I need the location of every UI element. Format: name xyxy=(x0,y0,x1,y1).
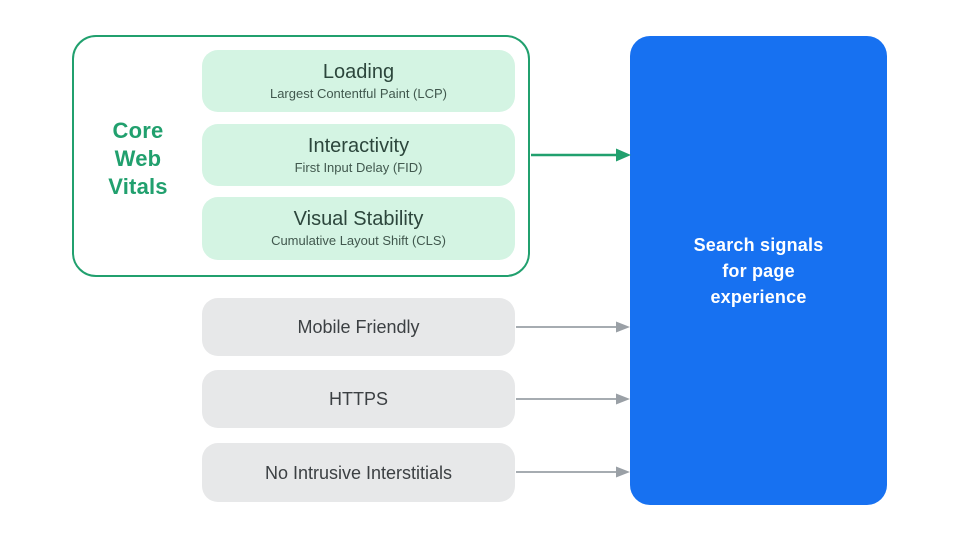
vital-pill-interactivity: Interactivity First Input Delay (FID) xyxy=(202,124,515,186)
vital-title: Visual Stability xyxy=(293,208,424,230)
arrow-https xyxy=(516,393,630,405)
signal-pill-no-intrusive-interstitials: No Intrusive Interstitials xyxy=(202,443,515,502)
vital-title: Loading xyxy=(322,60,395,83)
vital-pill-visual-stability: Visual Stability Cumulative Layout Shift… xyxy=(202,197,515,260)
search-signals-label: Search signals for page experience xyxy=(693,234,824,307)
signal-label: HTTPS xyxy=(328,389,388,409)
core-web-vitals-label: Core Web Vitals xyxy=(108,118,168,199)
vital-title: Interactivity xyxy=(307,134,410,157)
vital-subtitle: First Input Delay (FID) xyxy=(294,159,423,175)
vital-subtitle: Cumulative Layout Shift (CLS) xyxy=(271,233,446,248)
signal-pill-mobile-friendly: Mobile Friendly xyxy=(202,298,515,356)
signal-pill-https: HTTPS xyxy=(202,370,515,428)
signal-label: Mobile Friendly xyxy=(297,317,420,337)
arrow-mobile-friendly xyxy=(516,321,630,333)
arrow-no-intrusive-interstitials xyxy=(516,466,630,478)
search-signals-box: Search signals for page experience xyxy=(630,36,887,505)
vital-subtitle: Largest Contentful Paint (LCP) xyxy=(269,85,448,101)
arrow-core-web-vitals xyxy=(531,148,631,162)
signal-label: No Intrusive Interstitials xyxy=(264,462,453,483)
vital-pill-loading: Loading Largest Contentful Paint (LCP) xyxy=(202,50,515,112)
